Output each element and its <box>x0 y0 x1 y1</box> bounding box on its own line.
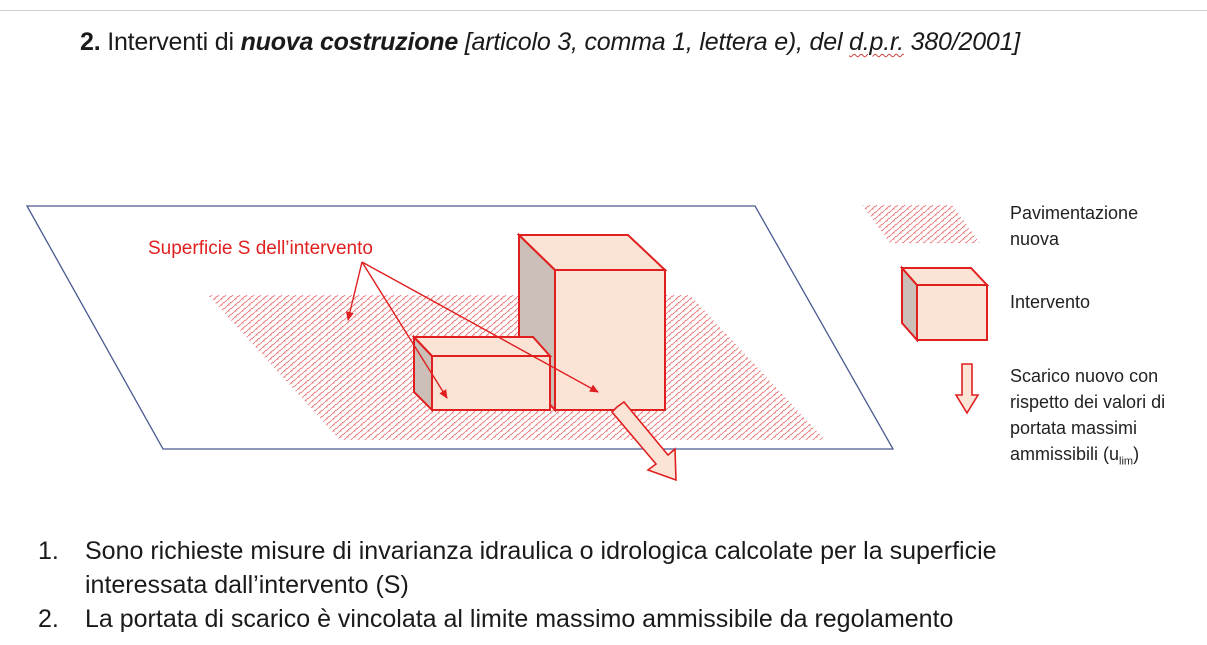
legend-discharge-line1: Scarico nuovo con <box>1010 366 1159 386</box>
legend-discharge-line2: rispetto dei valori di <box>1010 392 1166 412</box>
list-item-line: Sono richieste misure di invarianza idra… <box>85 537 997 565</box>
title-reference-dpr: d.p.r. <box>849 28 904 56</box>
legend-pavement-line1: Pavimentazione <box>1010 203 1139 223</box>
legend-pavement-swatch <box>862 205 980 243</box>
legend-discharge-text: ammissibili (u <box>1010 444 1120 464</box>
legend-intervention-label: Intervento <box>1010 292 1091 312</box>
title-number: 2. <box>80 28 101 56</box>
list-item-number: 2. <box>38 605 59 633</box>
numbered-list: 1. Sono richieste misure di invarianza i… <box>38 534 997 636</box>
legend-pavement-line2: nuova <box>1010 229 1060 249</box>
title-reference-2: 380/2001] <box>903 28 1021 56</box>
title-reference-1: [articolo 3, comma 1, lettera e), del <box>458 28 850 56</box>
list-item-number: 1. <box>38 537 59 565</box>
legend-discharge-line3: portata massimi <box>1010 418 1138 438</box>
list-item-line: interessata dall’intervento (S) <box>85 571 409 599</box>
label-pointers <box>345 261 599 399</box>
list-item: 1. Sono richieste misure di invarianza i… <box>38 534 997 602</box>
legend-discharge-label: Scarico nuovo con rispetto dei valori di… <box>1010 363 1165 475</box>
small-building-box <box>411 334 553 413</box>
legend-intervention-icon <box>899 265 990 343</box>
legend-discharge-line4: ammissibili (ulim) <box>1010 441 1165 475</box>
legend-discharge-subscript: lim <box>1119 455 1134 468</box>
surface-label: Superficie S dell’intervento <box>148 238 373 259</box>
list-item-text: Sono richieste misure di invarianza idra… <box>85 534 997 602</box>
slide-title: 2. Interventi di nuova costruzione [arti… <box>80 28 1020 57</box>
title-prefix: Interventi di <box>100 28 241 56</box>
list-item-text: La portata di scarico è vincolata al lim… <box>85 602 953 636</box>
legend-discharge-arrow <box>954 363 980 415</box>
list-item: 2. La portata di scarico è vincolata al … <box>38 602 997 636</box>
legend-discharge-close: ) <box>1133 444 1140 464</box>
list-item-line: La portata di scarico è vincolata al lim… <box>85 605 954 633</box>
title-emphasis: nuova costruzione <box>240 28 459 56</box>
discharge-arrow <box>610 400 677 482</box>
legend-pavement-label: Pavimentazione nuova <box>1010 200 1138 252</box>
top-rule <box>0 0 1207 11</box>
